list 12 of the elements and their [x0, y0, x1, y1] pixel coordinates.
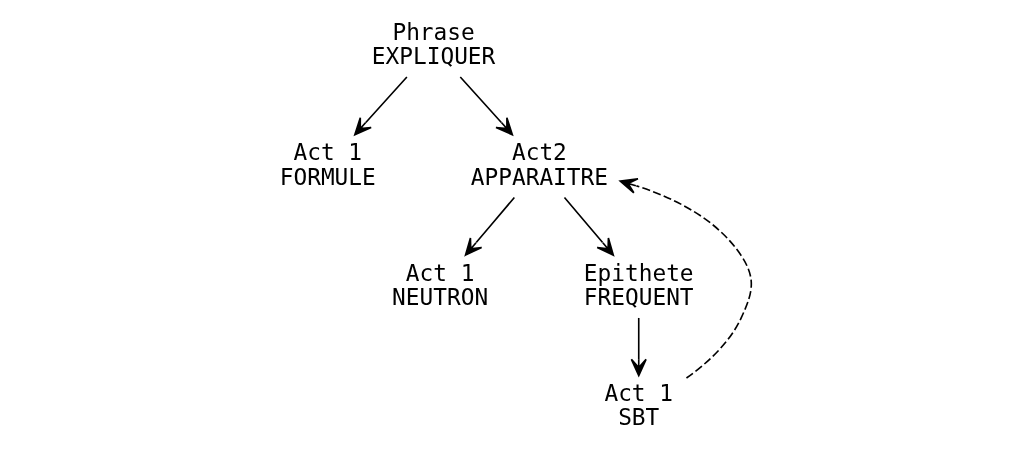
arrow: [464, 196, 515, 256]
arrow: [353, 76, 408, 136]
arrow: [563, 196, 614, 256]
node-text: Act 1 FORMULE: [279, 139, 376, 190]
node-text: Act 1 SBT: [603, 380, 673, 431]
arrow: [618, 177, 752, 379]
arrow: [458, 76, 513, 136]
arrow: [630, 317, 647, 377]
node-text: Act 1 NEUTRON: [391, 259, 488, 310]
node-text: Phrase EXPLIQUER: [371, 18, 495, 70]
node-text: Epithete FREQUENT: [583, 259, 694, 310]
node-text: Act2 APPARAITRE: [470, 139, 608, 190]
